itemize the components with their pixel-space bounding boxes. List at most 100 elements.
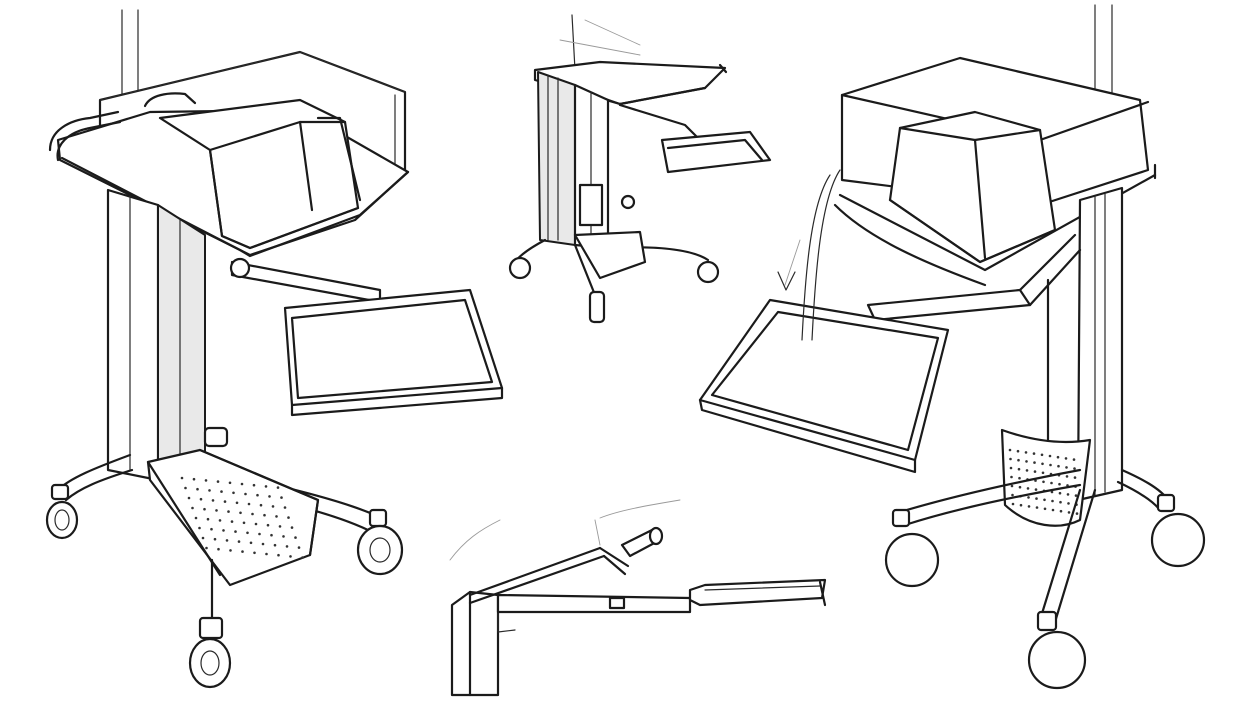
- perforation-dot: [227, 510, 230, 513]
- perforation-dot: [1064, 457, 1068, 460]
- perforation-dot: [184, 486, 187, 490]
- cart-right: [698, 4, 1206, 690]
- perforation-dot: [203, 507, 206, 511]
- caster-left-3: [188, 558, 232, 689]
- perforation-dot: [1057, 464, 1060, 468]
- perforation-dot: [277, 553, 280, 557]
- perforation-dot: [283, 506, 287, 509]
- perforation-dot: [204, 479, 208, 482]
- perforation-dot: [1018, 485, 1022, 489]
- perforation-dot: [1041, 471, 1045, 475]
- perforation-dot: [290, 526, 294, 529]
- perforation-dot: [217, 547, 220, 551]
- keyboard-tray-left: [283, 288, 504, 417]
- perforation-dot: [1059, 509, 1063, 513]
- perforation-dot: [264, 485, 268, 488]
- perforation-dot: [192, 477, 196, 481]
- caster-right-3: [1027, 610, 1087, 690]
- perforation-dot: [1010, 475, 1013, 479]
- perforation-dot: [1026, 487, 1030, 490]
- arm-detail-bottom: [449, 499, 827, 697]
- perforation-dot: [1050, 490, 1054, 494]
- perforation-dot: [266, 523, 270, 527]
- keyboard-tray-center: [618, 103, 772, 174]
- perforation-dot: [289, 555, 292, 558]
- perforation-dot: [1049, 463, 1052, 467]
- perforation-dot: [225, 539, 229, 542]
- perforation-dot: [1027, 496, 1030, 499]
- handle-knob-bottom: [620, 526, 664, 558]
- perforation-dot: [216, 480, 220, 483]
- perforation-dot: [1051, 508, 1055, 512]
- cart-center-small: [508, 14, 772, 324]
- perforation-dot: [1035, 497, 1038, 500]
- perforation-dot: [294, 536, 297, 539]
- perforation-dot: [191, 506, 194, 510]
- perforation-dot: [280, 496, 283, 499]
- perforation-dot: [198, 526, 201, 530]
- perforation-dot: [1040, 453, 1044, 457]
- perforation-dot: [196, 487, 199, 491]
- perforation-dot: [247, 502, 251, 506]
- base-center: [508, 194, 720, 324]
- column-left: [106, 188, 206, 482]
- perforation-dot: [201, 536, 205, 540]
- perforation-dot: [234, 530, 237, 533]
- perforation-dot: [271, 505, 275, 508]
- perforation-dot: [218, 519, 222, 522]
- perforation-dot: [270, 533, 273, 537]
- perforation-dot: [1058, 491, 1062, 495]
- perforation-dot: [254, 522, 258, 526]
- perforation-dot: [258, 532, 261, 536]
- perforation-dot: [287, 516, 290, 519]
- keyboard-arm-left: [229, 257, 382, 304]
- monitor-block-left: [158, 98, 362, 250]
- perforation-dot: [282, 535, 285, 538]
- perforation-dot: [1017, 458, 1020, 462]
- perforation-dot: [253, 551, 256, 555]
- perforation-dot: [1065, 475, 1069, 478]
- perforation-dot: [1066, 493, 1070, 496]
- perforation-dot: [1011, 493, 1014, 497]
- caster-left-1: [45, 483, 79, 540]
- perforation-dot: [275, 515, 278, 518]
- perforation-dot: [249, 541, 253, 545]
- perforation-dot: [252, 483, 256, 487]
- perforation-dot: [1050, 481, 1053, 485]
- perforation-dot: [223, 500, 227, 503]
- basket-perforation-left: [180, 476, 304, 559]
- perforation-dot: [210, 527, 213, 531]
- perforation-dot: [1019, 503, 1023, 507]
- perforation-dot: [268, 495, 271, 498]
- perforation-dot: [1025, 469, 1029, 472]
- perforation-dot: [1065, 466, 1068, 469]
- perforation-dot: [1033, 470, 1037, 473]
- perforation-dot: [251, 512, 254, 516]
- monitor-block-right: [888, 110, 1057, 264]
- perforation-dot: [1027, 505, 1031, 508]
- perforation-dot: [256, 493, 259, 497]
- perforation-dot: [229, 549, 232, 552]
- perforation-dot: [1034, 488, 1038, 491]
- perforation-dot: [240, 482, 244, 486]
- keyboard-tray-right: [698, 298, 950, 474]
- perforation-dot: [230, 520, 234, 523]
- basket-right: [1000, 428, 1092, 527]
- perforation-dot: [263, 513, 266, 517]
- perforation-dot: [297, 546, 301, 549]
- perforation-dot: [1018, 476, 1021, 480]
- caster-right-1: [884, 508, 940, 588]
- perforation-dot: [1073, 476, 1077, 479]
- perforation-dot: [1073, 467, 1076, 470]
- perforation-dot: [222, 529, 225, 532]
- perforation-dot: [1032, 452, 1036, 455]
- perforation-dot: [1041, 462, 1044, 466]
- perforation-dot: [1017, 467, 1021, 471]
- perforation-dot: [301, 556, 304, 559]
- perforation-dot: [244, 492, 247, 496]
- perforation-dot: [1059, 500, 1062, 504]
- perforation-dot: [206, 517, 210, 521]
- perforation-dot: [1035, 506, 1039, 509]
- perforation-dot: [1008, 448, 1012, 452]
